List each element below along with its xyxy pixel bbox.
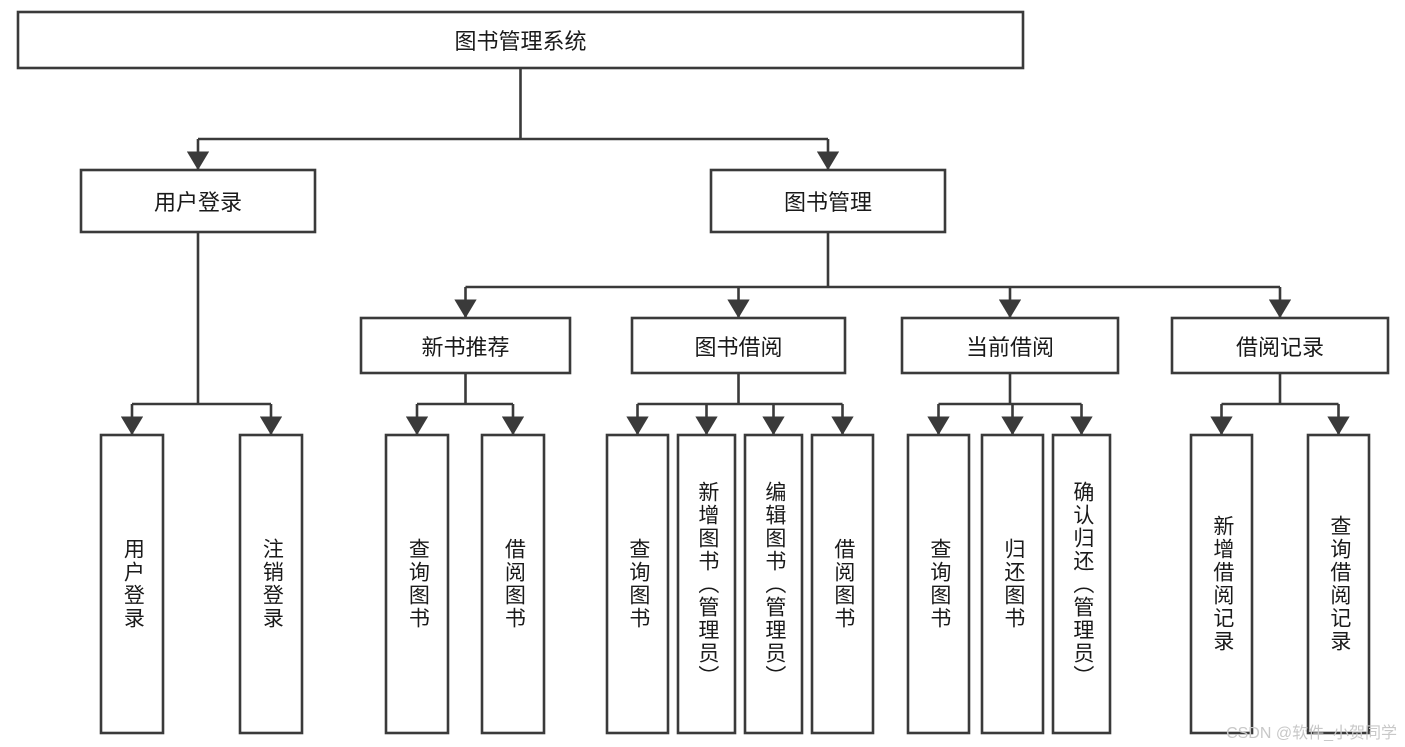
node-box-n-records[interactable] <box>1170 316 1390 375</box>
node-box-layer <box>16 10 1390 735</box>
node-box-l-cb-confirm[interactable] <box>1051 433 1112 735</box>
node-box-n-current[interactable] <box>900 316 1120 375</box>
node-box-l-bb-add[interactable] <box>676 433 737 735</box>
node-box-l-user-login[interactable] <box>99 433 165 735</box>
node-box-l-nb-borrow[interactable] <box>480 433 546 735</box>
node-box-l-nb-query[interactable] <box>384 433 450 735</box>
node-box-n-borrow[interactable] <box>630 316 847 375</box>
node-box-l-cb-query[interactable] <box>906 433 971 735</box>
node-box-l-cb-return[interactable] <box>980 433 1045 735</box>
node-box-l-rec-add[interactable] <box>1189 433 1254 735</box>
node-box-n-new-books[interactable] <box>359 316 572 375</box>
edge-layer <box>120 68 1350 436</box>
csdn-watermark: CSDN @软件_小贺同学 <box>1226 725 1397 742</box>
node-box-n-user-login[interactable] <box>79 168 317 234</box>
node-box-l-bb-query[interactable] <box>605 433 670 735</box>
node-box-l-bb-borrow[interactable] <box>810 433 875 735</box>
node-box-l-bb-edit[interactable] <box>743 433 804 735</box>
node-box-n-book-mgmt[interactable] <box>709 168 947 234</box>
node-box-l-rec-query[interactable] <box>1306 433 1371 735</box>
node-box-l-user-logout[interactable] <box>238 433 304 735</box>
node-box-root[interactable] <box>16 10 1025 70</box>
